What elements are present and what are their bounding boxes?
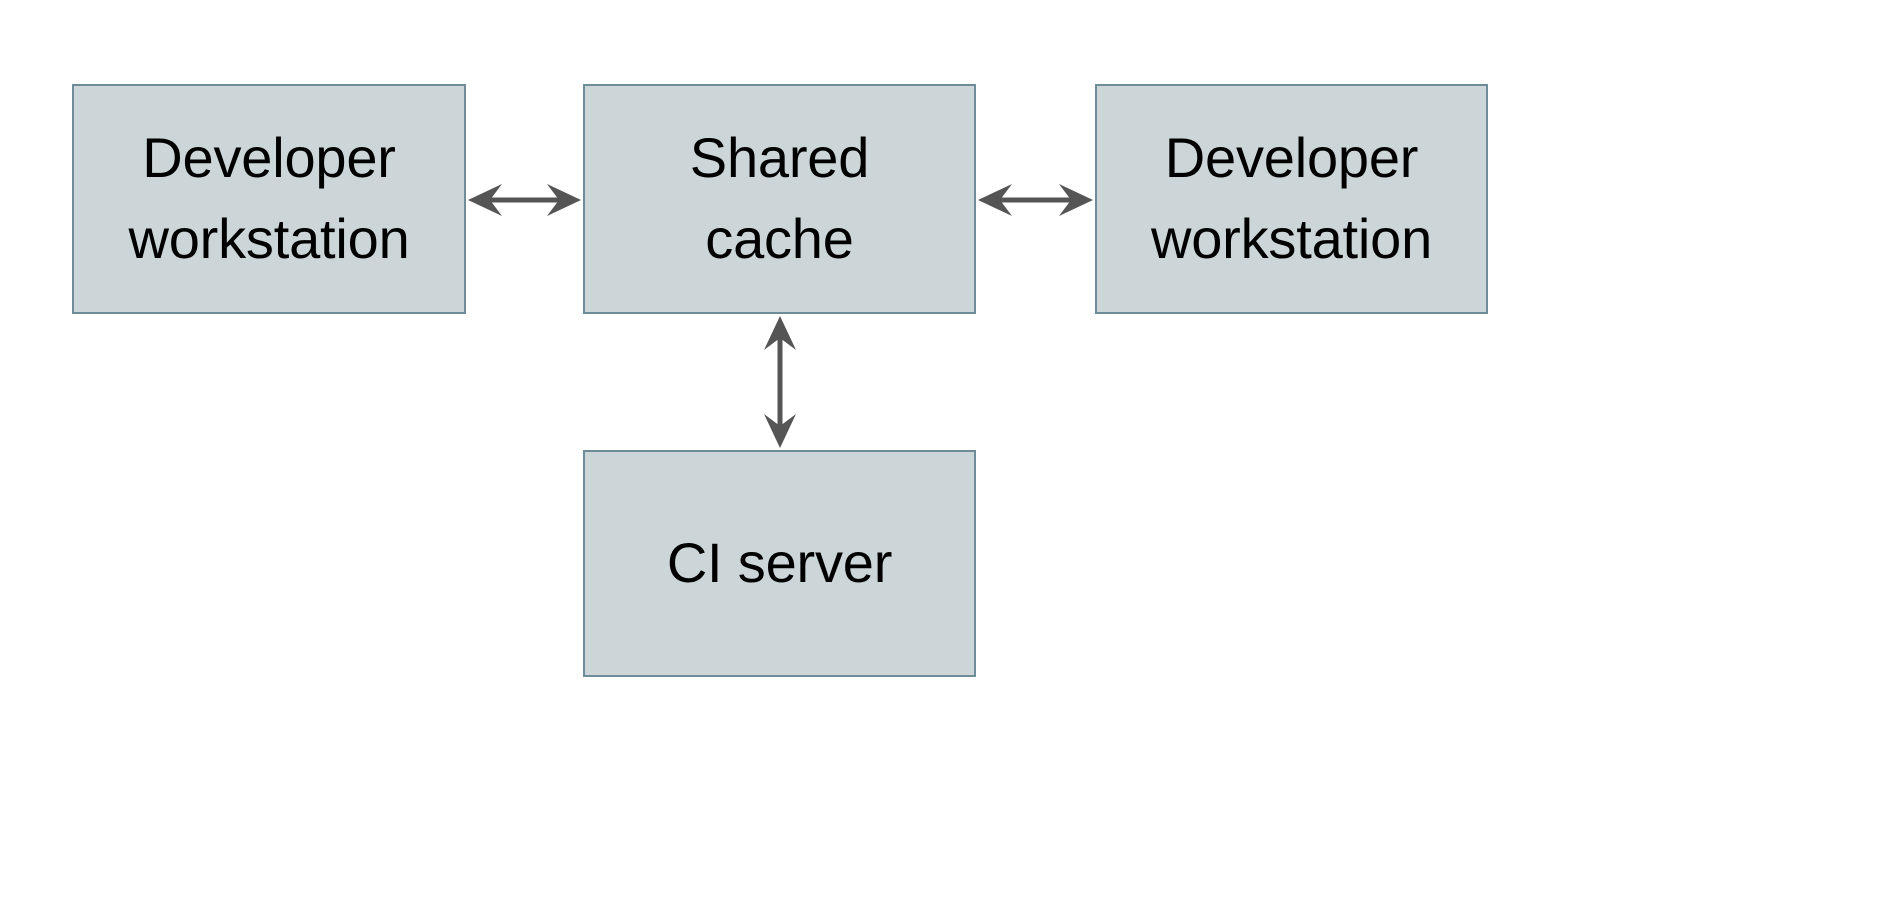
node-developer-workstation-left[interactable]: Developer workstation bbox=[72, 84, 466, 314]
node-label: Developer workstation bbox=[1150, 126, 1433, 270]
node-label: CI server bbox=[666, 531, 893, 595]
node-label: Shared cache bbox=[689, 126, 870, 270]
node-ci-server[interactable]: CI server bbox=[583, 450, 976, 677]
node-developer-workstation-right[interactable]: Developer workstation bbox=[1095, 84, 1488, 314]
node-shared-cache[interactable]: Shared cache bbox=[583, 84, 976, 314]
node-label: Developer workstation bbox=[128, 126, 410, 270]
